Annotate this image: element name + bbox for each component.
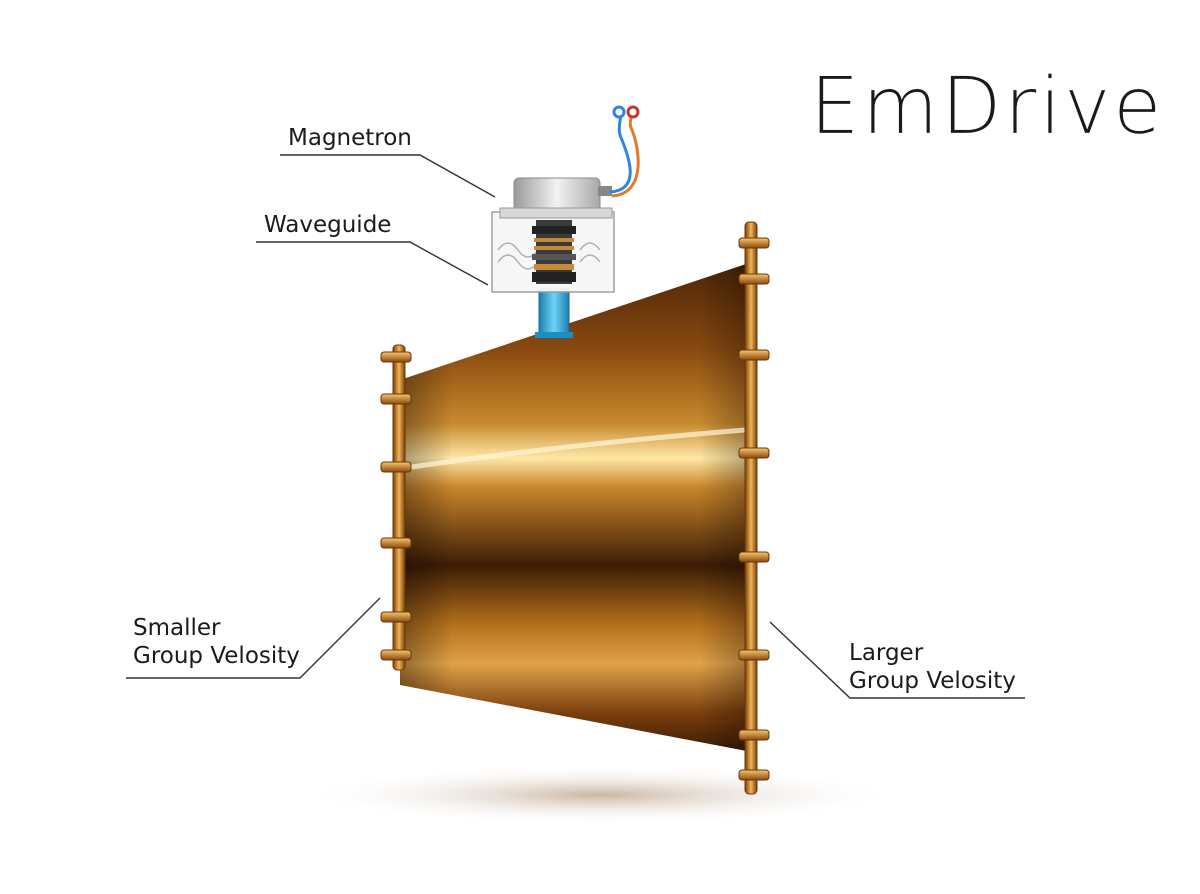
waveguide-label: Waveguide	[264, 212, 392, 238]
waveguide-tube	[535, 287, 573, 339]
larger-group-velocity-label: Larger Group Velosity	[849, 639, 1016, 695]
magnetron-label: Magnetron	[288, 125, 412, 151]
frustum-cavity	[400, 262, 752, 752]
magnetron-leader	[280, 154, 496, 198]
flange-bolts-large	[738, 237, 770, 781]
flange-bolts-small	[380, 351, 412, 661]
waveguide-housing	[491, 211, 615, 293]
smaller-group-velocity-label: Smaller Group Velosity	[133, 614, 300, 670]
larger-label-line2: Group Velosity	[849, 668, 1016, 694]
large-end-flange	[738, 221, 770, 795]
waveguide-leader	[256, 241, 489, 286]
magnetron-wires	[609, 105, 640, 198]
small-end-flange	[380, 344, 412, 671]
smaller-label-line2: Group Velosity	[133, 643, 300, 669]
smaller-leader	[126, 597, 381, 679]
diagram-title: EmDrive	[810, 62, 1165, 152]
magnetron-unit	[499, 177, 613, 219]
smaller-label-line1: Smaller	[133, 615, 221, 641]
leader-lines	[126, 154, 1025, 699]
larger-leader	[769, 621, 1025, 699]
larger-label-line1: Larger	[849, 640, 924, 666]
ground-shadow	[300, 765, 900, 825]
